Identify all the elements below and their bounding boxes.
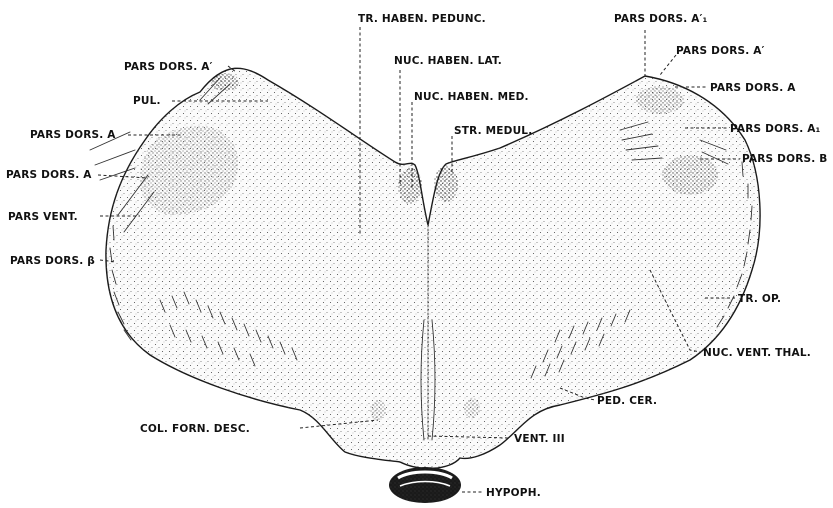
label-pars-dors-b-right: PARS DORS. B — [742, 153, 828, 165]
label-pars-dors-a-left-upper: PARS DORS. A — [30, 129, 116, 141]
label-vent-iii: VENT. III — [514, 433, 565, 445]
label-pars-vent: PARS VENT. — [8, 211, 78, 223]
label-ped-cer: PED. CER. — [597, 395, 657, 407]
label-pars-dors-a1-right: PARS DORS. A₁ — [730, 123, 821, 135]
hypophysis — [389, 467, 461, 503]
label-pul: PUL. — [133, 95, 161, 107]
label-str-medul: STR. MEDUL. — [454, 125, 532, 137]
label-pars-dors-a1-prime: PARS DORS. A′₁ — [614, 13, 708, 25]
label-nuc-vent-thal: NUC. VENT. THAL. — [703, 347, 811, 359]
label-tr-haben-pedunc: TR. HABEN. PEDUNC. — [358, 13, 486, 25]
label-nuc-haben-lat: NUC. HABEN. LAT. — [394, 55, 502, 67]
label-hypoph: HYPOPH. — [486, 487, 541, 499]
label-col-forn-desc: COL. FORN. DESC. — [140, 423, 250, 435]
label-pars-dors-a-left-lower: PARS DORS. A — [6, 169, 92, 181]
label-tr-op: TR. OP. — [738, 293, 781, 305]
label-nuc-haben-med: NUC. HABEN. MED. — [414, 91, 529, 103]
label-pars-dors-a-right-top: PARS DORS. A — [710, 82, 796, 94]
label-pars-dors-beta: PARS DORS. β — [10, 255, 95, 267]
label-pars-dors-a-prime-right: PARS DORS. A′ — [676, 45, 765, 57]
label-pars-dors-a-prime-left: PARS DORS. A′ — [124, 61, 213, 73]
